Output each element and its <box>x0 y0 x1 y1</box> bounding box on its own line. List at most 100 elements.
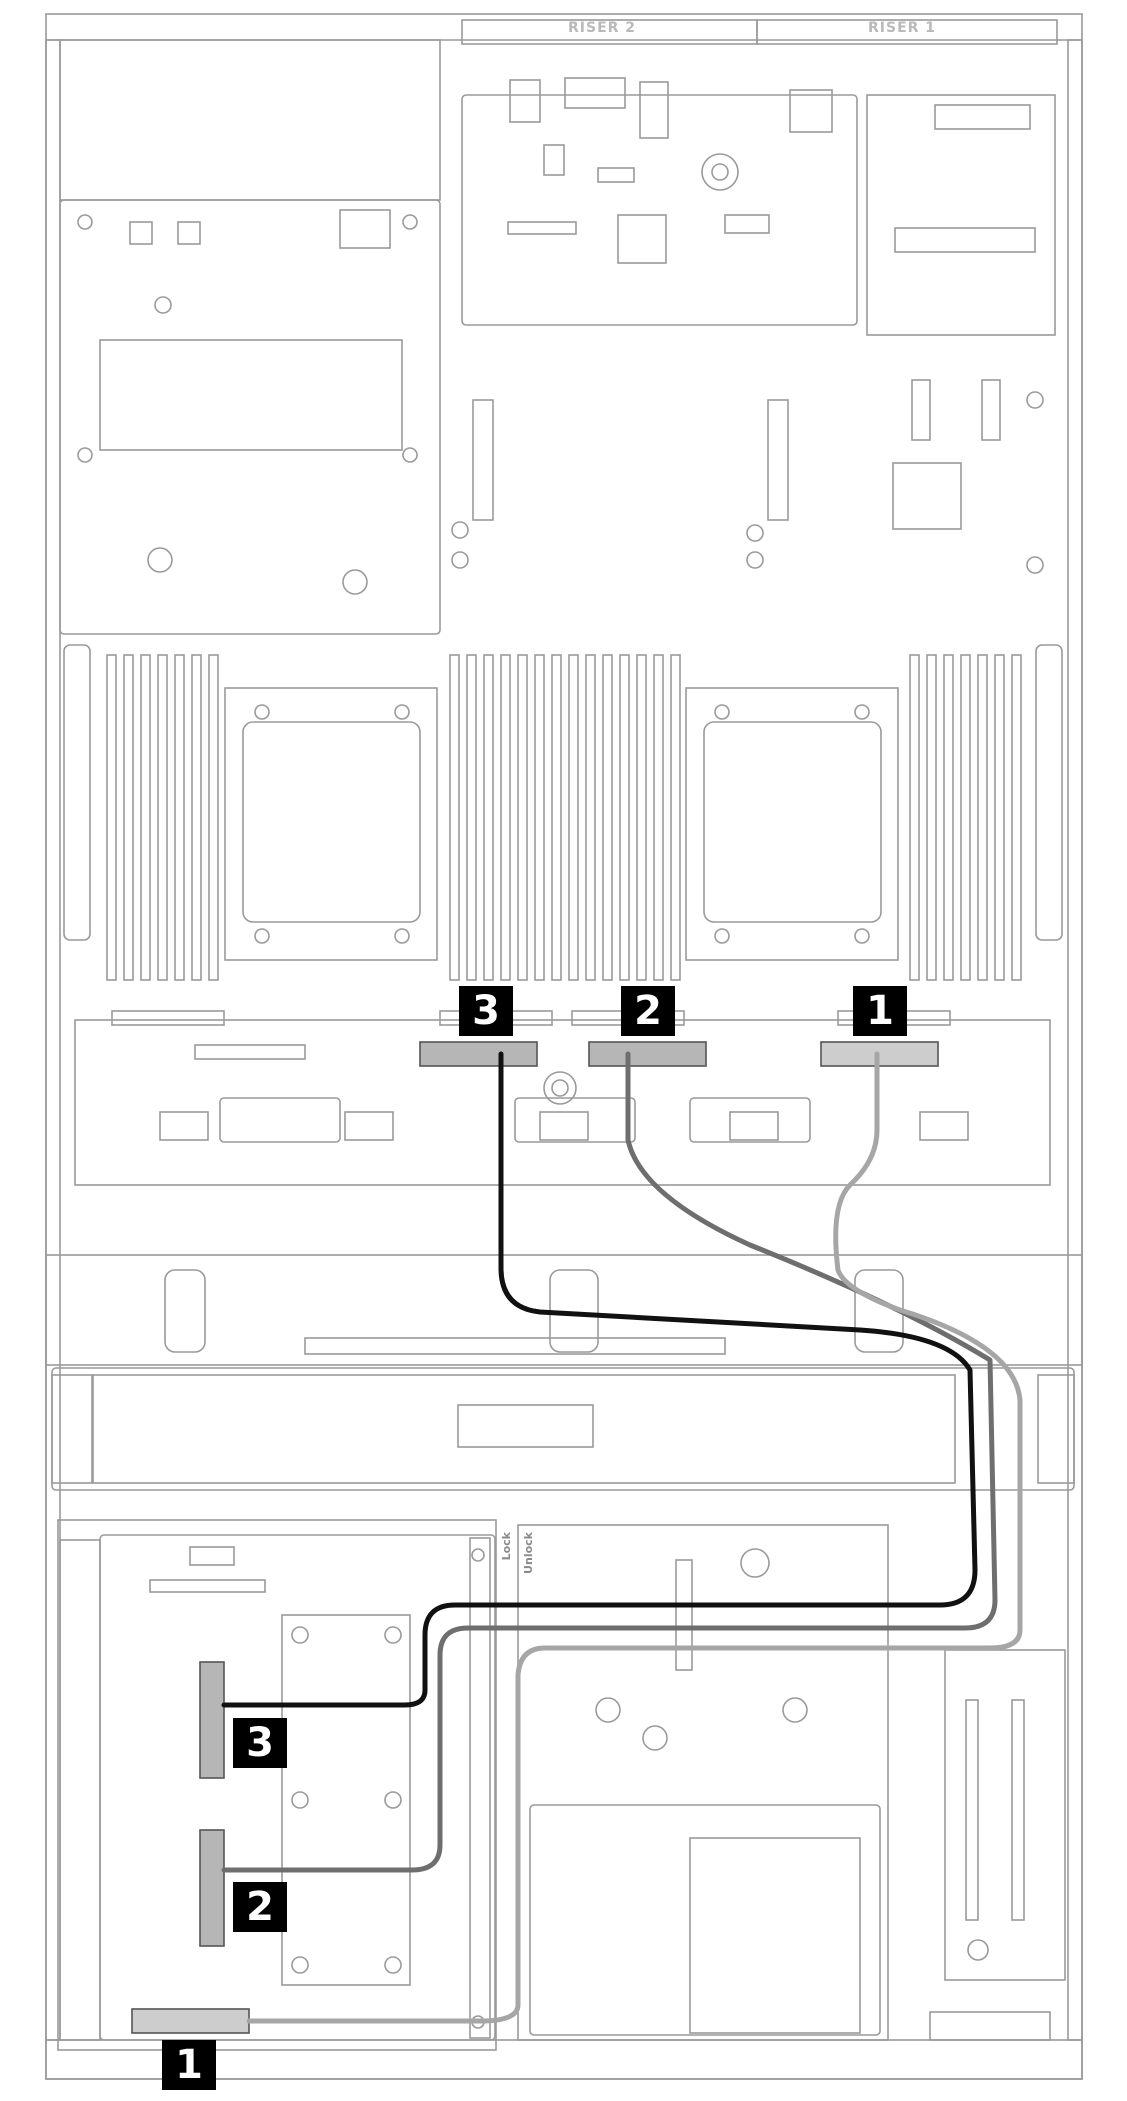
unlock-label: Unlock <box>522 1532 535 1574</box>
bay-hole <box>782 1697 808 1723</box>
drive-backplane-assembly <box>57 1519 497 2051</box>
pcie-connector <box>472 399 494 521</box>
fan-module-label <box>457 1404 594 1448</box>
psu-tab <box>177 221 201 245</box>
cable-guide-area <box>45 1254 1083 1366</box>
riser-2-label: RISER 2 <box>568 20 637 36</box>
cable-2 <box>221 1051 998 1873</box>
mb-screw <box>746 524 764 542</box>
callout-top-1: 1 <box>853 986 907 1036</box>
m2-adapter <box>529 1804 881 2036</box>
riser-1-cage <box>866 94 1056 336</box>
latch-screw <box>471 1548 485 1562</box>
callout-bottom-1: 1 <box>162 2040 216 2090</box>
processor-socket-2 <box>224 687 438 961</box>
psu-hole <box>342 569 368 595</box>
power-supply-module <box>59 199 441 635</box>
mb-screw <box>1026 391 1044 409</box>
dimm-air-baffle-left <box>63 644 91 941</box>
io-port <box>509 79 541 123</box>
backplane-heatsink <box>281 1614 411 1986</box>
front-io-bracket <box>944 1649 1066 1981</box>
lock-label: Lock <box>500 1532 513 1561</box>
chassis-left-rail <box>45 39 61 2041</box>
pcie-connector <box>767 399 789 521</box>
processor-socket-1 <box>685 687 899 961</box>
fan-cage-bracket <box>74 1019 1051 1186</box>
fan-connector <box>539 1111 589 1141</box>
io-header <box>507 221 577 235</box>
riser-1-slot-row <box>934 104 1031 130</box>
heatsink-screw <box>291 1626 309 1644</box>
io-port <box>564 77 626 109</box>
fan-latch <box>514 1097 636 1143</box>
connector-top-2 <box>588 1041 707 1067</box>
fan-connector <box>159 1111 209 1141</box>
socket-screw <box>854 928 870 944</box>
io-connector <box>543 144 565 176</box>
psu-screw <box>402 214 418 230</box>
chassis-right-rail <box>1067 39 1083 2041</box>
bay-slot <box>675 1559 693 1671</box>
heatsink-screw <box>291 1791 309 1809</box>
dimm-bank-left <box>106 654 219 981</box>
psu-screw <box>77 447 93 463</box>
psu-tab <box>129 221 153 245</box>
socket-screw <box>254 704 270 720</box>
heatsink-screw <box>291 1956 309 1974</box>
dimm-bank-right <box>909 654 1022 981</box>
dimm-bank-center <box>449 654 681 981</box>
io-connector <box>597 167 635 183</box>
connector-bottom-3 <box>199 1661 225 1779</box>
front-io-slot <box>965 1699 979 1921</box>
dimm-air-baffle-right <box>1035 644 1063 941</box>
processor-socket-2-frame <box>242 721 421 923</box>
connector-bottom-2 <box>199 1829 225 1947</box>
fan-connector <box>919 1111 969 1141</box>
bay-hole <box>740 1548 770 1578</box>
fan-latch <box>689 1097 811 1143</box>
riser-1-slot-row <box>894 227 1036 253</box>
mb-screw <box>1026 556 1044 574</box>
psu-screw <box>402 447 418 463</box>
mb-screw <box>451 551 469 569</box>
mb-connector <box>194 1044 306 1060</box>
bmc-chip <box>892 462 962 530</box>
io-port <box>639 81 669 139</box>
io-screw <box>711 163 729 181</box>
fan-connector <box>729 1111 779 1141</box>
release-latch <box>469 1537 491 2039</box>
cable-1 <box>246 1051 1023 2024</box>
connector-top-3 <box>419 1041 538 1067</box>
mb-screw <box>746 551 764 569</box>
heatsink-screw <box>384 1791 402 1809</box>
socket-screw <box>394 704 410 720</box>
fan-bracket-screw <box>543 1071 577 1105</box>
power-supply-window <box>99 339 403 451</box>
io-chip <box>617 214 667 264</box>
callout-bottom-2: 2 <box>233 1882 287 1932</box>
io-screw <box>701 153 739 191</box>
mb-connector <box>111 1010 225 1026</box>
fan-bracket-screw <box>551 1079 569 1097</box>
power-supply-bay <box>59 39 441 201</box>
drive-bay <box>59 1539 101 2041</box>
fan-module-handle-right <box>1037 1374 1075 1484</box>
psu-hole <box>147 547 173 573</box>
front-io-screw <box>967 1939 989 1961</box>
pcie-connector <box>981 379 1001 441</box>
front-usb-port <box>929 2011 1051 2041</box>
heatsink-screw <box>384 1626 402 1644</box>
bay-hole <box>595 1697 621 1723</box>
backplane-connector <box>149 1579 266 1593</box>
io-header <box>724 214 770 234</box>
callout-top-2: 2 <box>621 986 675 1036</box>
cable-clip <box>164 1269 206 1353</box>
socket-screw <box>394 928 410 944</box>
socket-screw <box>714 928 730 944</box>
psu-screw <box>77 214 93 230</box>
processor-socket-1-frame <box>703 721 882 923</box>
fan-module-inner <box>92 1374 956 1484</box>
fan-module <box>51 1367 1075 1491</box>
mb-screw <box>451 521 469 539</box>
